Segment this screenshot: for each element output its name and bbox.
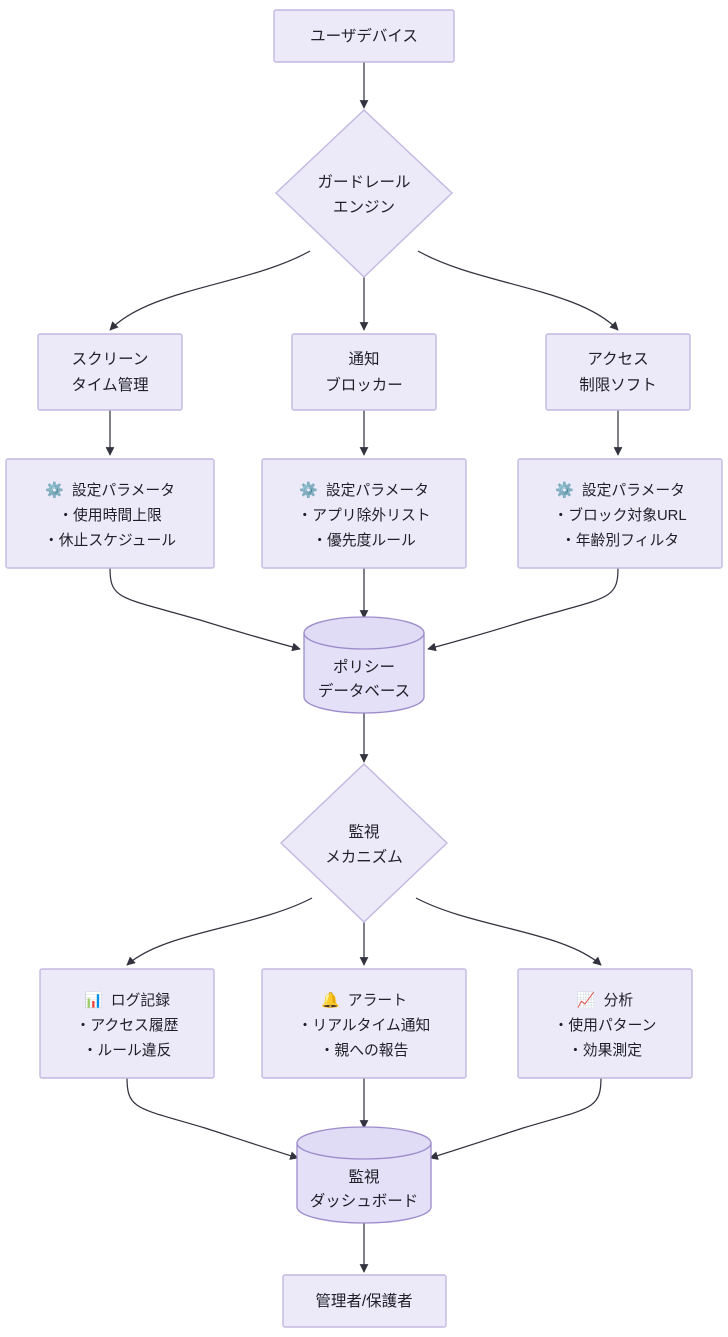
node-analysis-item2: ・効果測定: [568, 1042, 642, 1059]
node-config-access-item1: ・ブロック対象URL: [553, 506, 686, 524]
node-config-access-heading: ⚙️ 設定パラメータ: [555, 481, 685, 499]
node-policy-database-top[interactable]: [303, 616, 425, 650]
node-log-recording-item1: ・アクセス履歴: [76, 1017, 179, 1034]
node-screen-time-label-line2: タイム管理: [71, 376, 148, 394]
node-screen-time-label-line1: スクリーン: [72, 350, 149, 368]
edge-analysis-to-dashboard: [429, 1077, 602, 1160]
node-administrator-guardian-shape[interactable]: [282, 1274, 447, 1328]
node-guardrail-engine-label-line1: ガードレール: [317, 173, 410, 191]
node-log-recording-heading-text: ログ記録: [111, 992, 170, 1009]
gear-icon: ⚙️: [555, 481, 574, 499]
bell-icon: 🔔: [321, 991, 340, 1009]
node-notification-blocker-shape[interactable]: [291, 333, 437, 411]
node-user-device-label: ユーザデバイス: [310, 26, 418, 45]
edge-guardrail-to-screen-time: [109, 250, 311, 331]
node-administrator-guardian[interactable]: 管理者/保護者: [282, 1274, 447, 1328]
node-notification-blocker-label-line2: ブロッカー: [325, 375, 403, 394]
edge-guardrail-to-access-restriction: [417, 250, 619, 331]
node-alert-item1: ・リアルタイム通知: [298, 1017, 431, 1034]
node-log-recording-shape[interactable]: [39, 968, 215, 1079]
gear-icon: ⚙️: [45, 481, 64, 499]
node-policy-database[interactable]: ポリシー データベース: [303, 616, 425, 714]
edge-layer: [105, 62, 623, 1273]
node-config-params-screentime[interactable]: ⚙️ 設定パラメータ ・使用時間上限 ・休止スケジュール: [5, 458, 215, 569]
node-policy-database-label-line2: データベース: [318, 681, 410, 700]
node-policy-database-label-line1: ポリシー: [333, 658, 395, 676]
node-alert-heading: 🔔 アラート: [321, 991, 407, 1009]
node-config-screentime-heading-text: 設定パラメータ: [72, 482, 175, 499]
node-user-device-shape[interactable]: [273, 9, 455, 63]
node-access-restriction-software[interactable]: アクセス 制限ソフト: [545, 333, 691, 411]
edge-config-access-to-policy-db: [427, 567, 619, 652]
node-guardrail-engine-label-line2: エンジン: [333, 199, 395, 216]
edge-config-screentime-to-policy-db: [109, 567, 301, 652]
node-monitoring-mechanism-label-line2: メカニズム: [325, 848, 403, 866]
node-policy-database-body[interactable]: [303, 632, 425, 714]
bar-chart-icon: 📊: [84, 991, 103, 1009]
node-access-restriction-label-line2: 制限ソフト: [579, 376, 657, 394]
node-config-screentime-item1: ・使用時間上限: [58, 507, 162, 524]
node-monitoring-mechanism[interactable]: 監視 メカニズム: [279, 763, 449, 923]
node-alert-item2: ・親への報告: [320, 1042, 409, 1059]
node-log-recording-heading: 📊 ログ記録: [84, 991, 170, 1009]
node-config-notification-heading-text: 設定パラメータ: [326, 482, 429, 499]
node-config-access-heading-text: 設定パラメータ: [582, 482, 685, 499]
node-config-notification-item2: ・優先度ルール: [312, 532, 416, 549]
node-config-screentime-item2: ・休止スケジュール: [44, 532, 176, 549]
node-user-device[interactable]: ユーザデバイス: [273, 9, 455, 63]
node-notification-blocker-label-line1: 通知: [348, 350, 379, 368]
node-access-restriction-shape[interactable]: [545, 333, 691, 411]
node-config-notification-item1: ・アプリ除外リスト: [297, 507, 430, 524]
node-alert-shape[interactable]: [261, 968, 467, 1079]
node-guardrail-engine-shape[interactable]: [274, 109, 454, 278]
node-analysis-heading-text: 分析: [604, 992, 634, 1009]
node-analysis-item1: ・使用パターン: [554, 1017, 657, 1034]
node-config-notification-heading: ⚙️ 設定パラメータ: [299, 481, 429, 499]
node-guardrail-engine[interactable]: ガードレール エンジン: [274, 109, 454, 278]
node-monitoring-dashboard[interactable]: 監視 ダッシュボード: [296, 1126, 432, 1224]
node-config-params-notification[interactable]: ⚙️ 設定パラメータ ・アプリ除外リスト ・優先度ルール: [261, 458, 467, 569]
node-config-params-access[interactable]: ⚙️ 設定パラメータ ・ブロック対象URL ・年齢別フィルタ: [517, 458, 723, 569]
node-analysis-shape[interactable]: [517, 968, 693, 1079]
node-analysis-heading: 📈 分析: [577, 991, 634, 1009]
edge-monitoring-to-analysis: [415, 897, 602, 966]
node-access-restriction-label-line1: アクセス: [587, 350, 648, 368]
gear-icon: ⚙️: [299, 481, 318, 499]
edge-monitoring-to-logging: [126, 897, 313, 966]
node-config-screentime-heading: ⚙️ 設定パラメータ: [45, 481, 175, 499]
node-monitoring-dashboard-label-line2: ダッシュボード: [310, 1192, 419, 1210]
node-config-access-item2: ・年齢別フィルタ: [561, 532, 679, 549]
node-monitoring-dashboard-body[interactable]: [296, 1142, 432, 1224]
node-config-notification-shape[interactable]: [261, 458, 467, 569]
node-monitoring-dashboard-top[interactable]: [296, 1126, 432, 1160]
node-log-recording[interactable]: 📊 ログ記録 ・アクセス履歴 ・ルール違反: [39, 968, 215, 1079]
node-monitoring-mechanism-shape[interactable]: [279, 763, 449, 923]
node-alert-heading-text: アラート: [348, 993, 407, 1009]
node-screen-time-management-shape[interactable]: [37, 333, 183, 411]
node-analysis[interactable]: 📈 分析 ・使用パターン ・効果測定: [517, 968, 693, 1079]
node-monitoring-dashboard-label-line1: 監視: [348, 1168, 380, 1186]
node-config-screentime-shape[interactable]: [5, 458, 215, 569]
chart-increasing-icon: 📈: [577, 991, 596, 1009]
node-log-recording-item2: ・ルール違反: [83, 1042, 172, 1059]
node-alert[interactable]: 🔔 アラート ・リアルタイム通知 ・親への報告: [261, 968, 467, 1079]
node-screen-time-management[interactable]: スクリーン タイム管理: [37, 333, 183, 411]
node-administrator-guardian-label: 管理者/保護者: [315, 1292, 412, 1310]
edge-logging-to-dashboard: [126, 1077, 299, 1160]
node-monitoring-mechanism-label-line1: 監視: [348, 823, 380, 841]
node-notification-blocker[interactable]: 通知 ブロッカー: [291, 333, 437, 411]
node-config-access-shape[interactable]: [517, 458, 723, 569]
